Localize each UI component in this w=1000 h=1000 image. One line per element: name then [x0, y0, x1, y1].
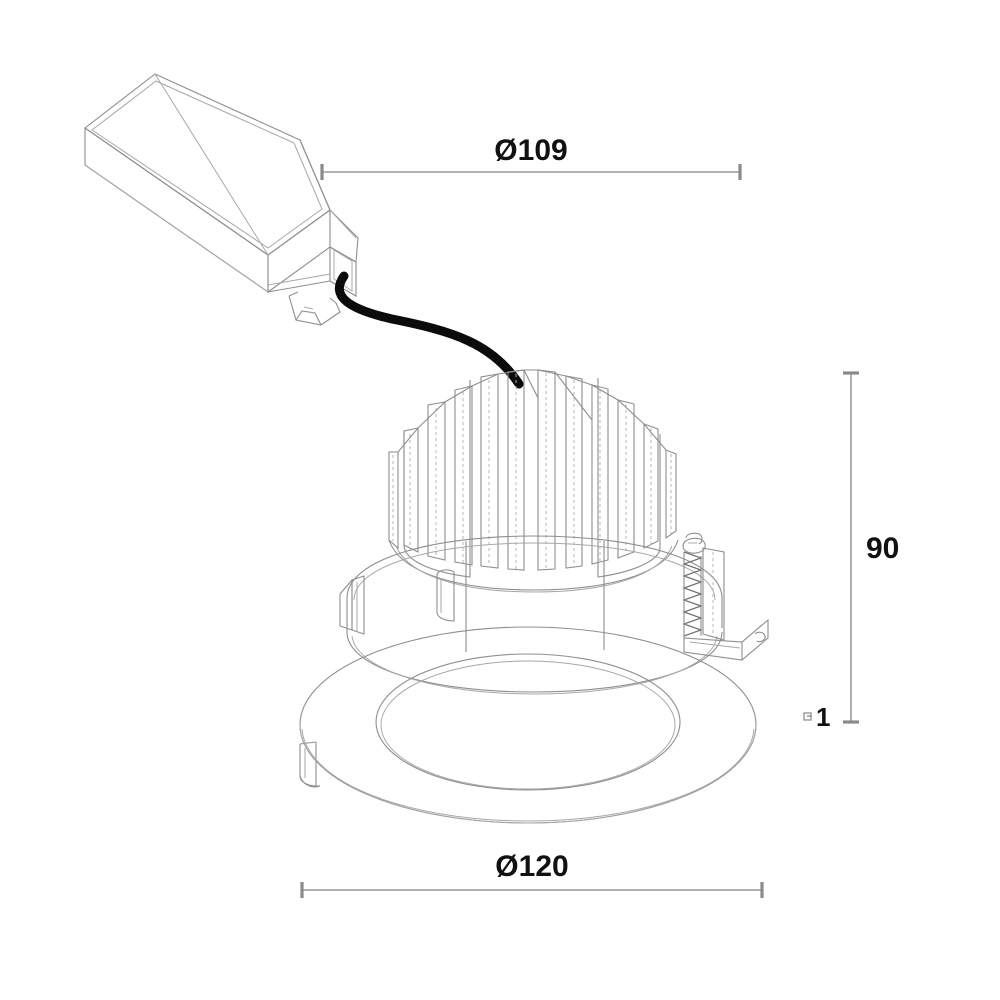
connection-cable — [334, 271, 524, 389]
driver-mounting-bracket — [288, 291, 341, 326]
left-retaining-clip — [299, 575, 365, 788]
dimension-bezel-thickness: 1 — [803, 702, 830, 732]
dimension-thickness-label: 1 — [816, 702, 830, 732]
outer-bezel — [299, 626, 757, 824]
dimension-bottom-diameter: Ø120 — [300, 850, 764, 898]
dimension-top-label: Ø109 — [494, 134, 567, 167]
coil-spring — [682, 551, 703, 638]
dimension-right-height: 90 — [843, 371, 899, 724]
dimension-height-label: 90 — [866, 532, 899, 565]
housing-body — [346, 535, 723, 695]
led-driver-box — [84, 73, 359, 326]
heatsink-fins — [388, 369, 677, 578]
downlight-fixture — [299, 369, 769, 824]
dimension-bottom-label: Ø120 — [495, 850, 568, 883]
diffuser-lens — [375, 653, 681, 791]
right-spring-clip — [682, 532, 769, 661]
dimension-top-diameter: Ø109 — [320, 134, 742, 180]
heatsink-base-collar — [388, 539, 679, 593]
